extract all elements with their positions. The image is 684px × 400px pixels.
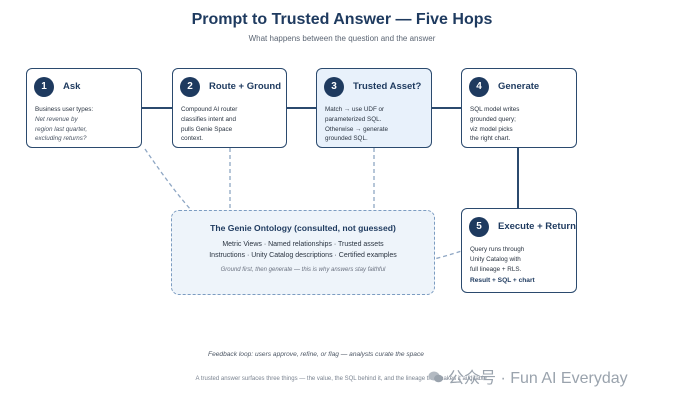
ontology-title: The Genie Ontology (consulted, not guess… <box>210 223 396 233</box>
step-title: Route + Ground <box>209 81 282 92</box>
step-description: Query runs through Unity Catalog with fu… <box>470 245 570 274</box>
step-card-ask: 1 Ask Business user types: Net revenue b… <box>26 68 142 148</box>
step-description: SQL model writes grounded query; viz mod… <box>470 105 570 144</box>
step-title: Trusted Asset? <box>353 81 422 92</box>
watermark: 公众号 · Fun AI Everyday <box>428 364 628 388</box>
step-title: Generate <box>498 81 540 92</box>
step-card-trusted-asset: 3 Trusted Asset? Match → use UDF or para… <box>316 68 432 148</box>
ontology-components-line: Metric Views · Named relationships · Tru… <box>222 241 384 248</box>
step-line: viz model picks <box>470 125 513 133</box>
ontology-components-line: Instructions · Unity Catalog description… <box>209 252 397 259</box>
footnote: A trusted answer surfaces three things —… <box>195 376 489 382</box>
step-example-line: excluding returns? <box>35 135 87 143</box>
step-line: Query runs through <box>470 246 525 253</box>
step-description: Match → use UDF or parameterized SQL. Ot… <box>325 105 425 144</box>
step-line: SQL model writes <box>470 106 520 113</box>
step-line: classifies intent and <box>181 115 236 123</box>
step-number-badge: 2 <box>180 77 200 97</box>
step-line: grounded SQL. <box>325 135 368 143</box>
step-number-badge: 1 <box>34 77 54 97</box>
wechat-logo-icon <box>428 371 443 383</box>
step-example-line: region last quarter, <box>35 125 88 133</box>
step-line: grounded query; <box>470 115 516 123</box>
diagram-subtitle: What happens between the question and th… <box>248 34 436 43</box>
step-line: Match → use UDF or <box>325 106 385 113</box>
genie-ontology-box: The Genie Ontology (consulted, not guess… <box>171 210 435 295</box>
step-card-route-ground: 2 Route + Ground Compound AI router clas… <box>172 68 287 148</box>
step-title: Ask <box>63 81 81 92</box>
step-line: pulls Genie Space <box>181 125 233 133</box>
feedback-caption: Feedback loop: users approve, refine, or… <box>208 351 424 358</box>
step-line: Business user types: <box>35 106 94 113</box>
ontology-note: Ground first, then generate — this is wh… <box>220 267 386 273</box>
step-card-execute-return: 5 Execute + Return Query runs through Un… <box>461 208 577 293</box>
step-example-line: Net revenue by <box>35 115 78 123</box>
step-line: full lineage + RLS. <box>470 265 522 273</box>
diagram-title: Prompt to Trusted Answer — Five Hops <box>191 11 493 28</box>
step-number-badge: 4 <box>469 77 489 97</box>
step-title: Execute + Return <box>498 221 576 232</box>
feedback-loop <box>144 148 471 275</box>
step-line: Otherwise → generate <box>325 125 388 133</box>
step-line: context. <box>181 135 204 143</box>
step-number-badge: 5 <box>469 217 489 237</box>
step-number-badge: 3 <box>324 77 344 97</box>
step-output: Result + SQL + chart <box>470 277 535 284</box>
step-description: Business user types: Net revenue by regi… <box>35 105 135 144</box>
step-card-generate: 4 Generate SQL model writes grounded que… <box>461 68 577 148</box>
step-line: parameterized SQL. <box>325 115 382 123</box>
watermark-text: 公众号 · Fun AI Everyday <box>448 370 628 387</box>
step-line: Unity Catalog with <box>470 255 521 263</box>
step-line: the right chart. <box>470 135 511 143</box>
step-line: Compound AI router <box>181 106 238 113</box>
step-description: Compound AI router classifies intent and… <box>181 105 280 144</box>
